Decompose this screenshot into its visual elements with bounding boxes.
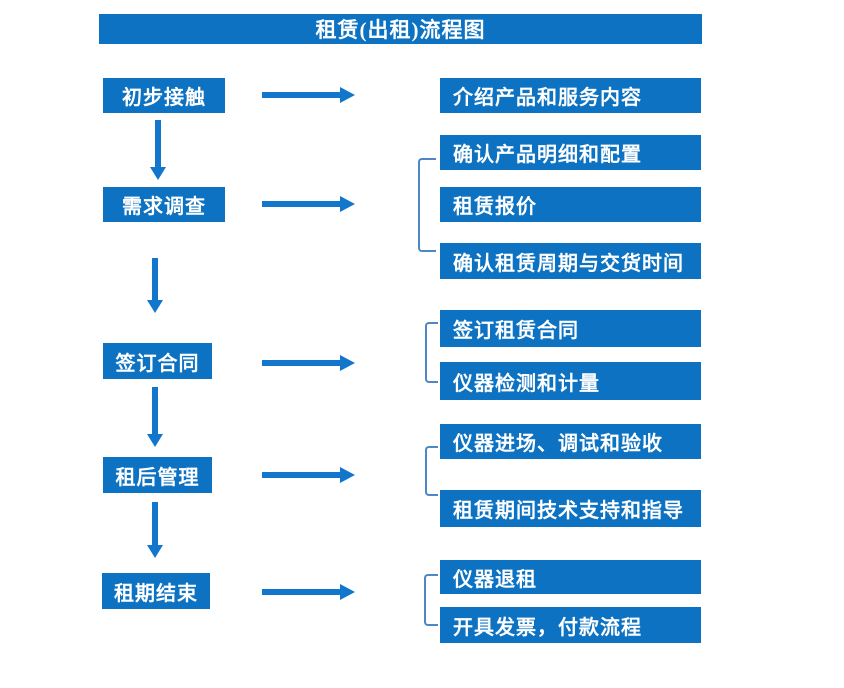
arrow-head bbox=[340, 355, 355, 371]
detail-box-instrument-setup-acceptance: 仪器进场、调试和验收 bbox=[440, 424, 701, 459]
arrow-down-icon bbox=[147, 258, 163, 313]
arrow-head bbox=[340, 584, 355, 600]
bracket-connector bbox=[424, 574, 438, 626]
arrow-shaft bbox=[152, 502, 158, 546]
detail-box-confirm-period-delivery: 确认租赁周期与交货时间 bbox=[440, 243, 701, 279]
arrow-head bbox=[147, 300, 163, 313]
step-box-rental-end: 租期结束 bbox=[102, 573, 210, 609]
arrow-head bbox=[340, 467, 355, 483]
arrow-head bbox=[340, 87, 355, 103]
detail-box-tech-support: 租赁期间技术支持和指导 bbox=[440, 490, 701, 527]
arrow-shaft bbox=[262, 472, 342, 478]
arrow-down-icon bbox=[150, 120, 166, 180]
arrow-shaft bbox=[152, 258, 158, 301]
arrow-shaft bbox=[155, 120, 161, 168]
arrow-shaft bbox=[262, 589, 342, 595]
detail-box-instrument-return: 仪器退租 bbox=[440, 560, 701, 594]
arrow-shaft bbox=[262, 92, 342, 98]
detail-box-introduce-products: 介绍产品和服务内容 bbox=[440, 78, 701, 113]
arrow-head bbox=[340, 196, 355, 212]
arrow-right-icon bbox=[262, 584, 355, 600]
arrow-down-icon bbox=[147, 387, 163, 447]
step-box-sign-contract: 签订合同 bbox=[103, 343, 212, 379]
arrow-shaft bbox=[262, 201, 342, 207]
arrow-down-icon bbox=[147, 502, 163, 558]
page-title: 租赁(出租)流程图 bbox=[99, 14, 702, 44]
step-box-demand-survey: 需求调查 bbox=[103, 187, 225, 222]
bracket-connector bbox=[425, 446, 438, 496]
arrow-head bbox=[147, 545, 163, 558]
arrow-right-icon bbox=[262, 87, 355, 103]
arrow-right-icon bbox=[262, 467, 355, 483]
arrow-shaft bbox=[152, 387, 158, 435]
detail-box-confirm-product-config: 确认产品明细和配置 bbox=[440, 135, 701, 170]
step-box-post-rental-management: 租后管理 bbox=[103, 457, 212, 493]
detail-box-rental-quote: 租赁报价 bbox=[440, 187, 701, 222]
bracket-connector bbox=[425, 322, 438, 383]
detail-box-sign-rental-contract: 签订租赁合同 bbox=[440, 310, 701, 347]
step-box-initial-contact: 初步接触 bbox=[103, 78, 225, 113]
bracket-connector bbox=[418, 158, 436, 252]
arrow-right-icon bbox=[262, 196, 355, 212]
detail-box-instrument-testing: 仪器检测和计量 bbox=[440, 362, 701, 400]
detail-box-invoice-payment: 开具发票，付款流程 bbox=[440, 607, 701, 643]
arrow-right-icon bbox=[262, 355, 355, 371]
arrow-shaft bbox=[262, 360, 342, 366]
arrow-head bbox=[147, 434, 163, 447]
arrow-head bbox=[150, 167, 166, 180]
